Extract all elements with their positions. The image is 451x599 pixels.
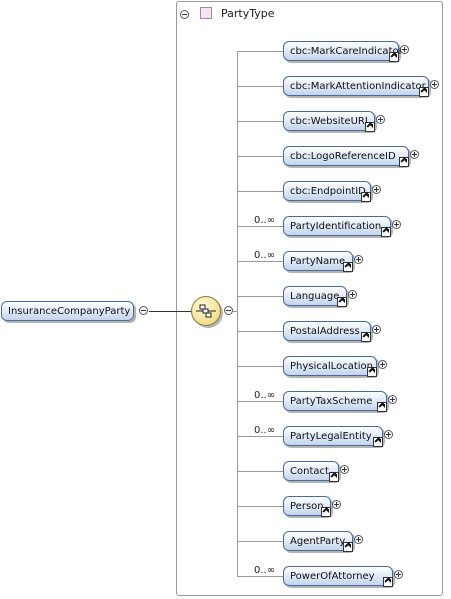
reference-arrow-icon [337, 297, 347, 307]
reference-arrow-icon [343, 542, 353, 552]
expand-toggle[interactable] [348, 290, 357, 299]
party-identification-node[interactable]: PartyIdentification [283, 216, 391, 236]
branch-line [237, 51, 238, 576]
expand-toggle[interactable] [354, 255, 363, 264]
expand-toggle[interactable] [400, 45, 409, 54]
physical-location-node[interactable]: PhysicalLocation [283, 356, 377, 376]
branch-connector [237, 506, 283, 507]
reference-arrow-icon [321, 507, 331, 517]
branch-connector [237, 51, 283, 52]
branch-connector [237, 226, 283, 227]
expand-toggle[interactable] [354, 535, 363, 544]
mark-care-indicator-node[interactable]: cbc:MarkCareIndicator [283, 41, 403, 61]
branch-connector [237, 331, 283, 332]
root-collapse-toggle[interactable] [139, 306, 148, 315]
complex-type-icon [200, 7, 212, 19]
root-connector [149, 311, 191, 312]
power-of-attorney-node[interactable]: PowerOfAttorney [283, 566, 393, 586]
branch-connector [237, 86, 283, 87]
expand-toggle[interactable] [378, 360, 387, 369]
expand-toggle[interactable] [372, 325, 381, 334]
reference-arrow-icon [399, 157, 409, 167]
endpoint-id-node[interactable]: cbc:EndpointID [283, 181, 371, 201]
reference-arrow-icon [365, 122, 375, 132]
expand-toggle[interactable] [388, 395, 397, 404]
website-uri-node[interactable]: cbc:WebsiteURI [283, 111, 375, 131]
branch-connector [237, 156, 283, 157]
branch-connector [237, 401, 283, 402]
reference-arrow-icon [329, 472, 339, 482]
branch-connector [237, 121, 283, 122]
occurrence-label: 0..∞ [254, 425, 276, 436]
compositor-connector [233, 311, 237, 312]
branch-connector [237, 191, 283, 192]
reference-arrow-icon [361, 192, 371, 202]
agent-party-node[interactable]: AgentParty [283, 531, 353, 551]
occurrence-label: 0..∞ [254, 250, 276, 261]
mark-attention-indicator-node[interactable]: cbc:MarkAttentionIndicator [283, 76, 429, 96]
reference-arrow-icon [377, 402, 387, 412]
expand-toggle[interactable] [376, 115, 385, 124]
occurrence-label: 0..∞ [254, 565, 276, 576]
reference-arrow-icon [381, 227, 391, 237]
expand-toggle[interactable] [430, 80, 439, 89]
branch-connector [237, 366, 283, 367]
occurrence-label: 0..∞ [254, 215, 276, 226]
postal-address-node[interactable]: PostalAddress [283, 321, 371, 341]
reference-arrow-icon [389, 52, 399, 62]
expand-toggle[interactable] [332, 500, 341, 509]
reference-arrow-icon [383, 577, 393, 587]
branch-connector [237, 471, 283, 472]
logo-reference-id-node[interactable]: cbc:LogoReferenceID [283, 146, 409, 166]
reference-arrow-icon [361, 332, 371, 342]
occurrence-label: 0..∞ [254, 390, 276, 401]
expand-toggle[interactable] [384, 430, 393, 439]
sequence-collapse-toggle[interactable] [224, 306, 233, 315]
branch-connector [237, 436, 283, 437]
expand-toggle[interactable] [410, 150, 419, 159]
type-collapse-toggle[interactable] [180, 10, 189, 19]
contact-node[interactable]: Contact [283, 461, 339, 481]
party-legal-entity-node[interactable]: PartyLegalEntity [283, 426, 383, 446]
sequence-compositor-icon[interactable] [191, 296, 221, 326]
branch-connector [237, 261, 283, 262]
type-name-label: PartyType [221, 7, 275, 20]
party-name-node[interactable]: PartyName [283, 251, 353, 271]
reference-arrow-icon [419, 87, 429, 97]
expand-toggle[interactable] [394, 570, 403, 579]
reference-arrow-icon [373, 437, 383, 447]
expand-toggle[interactable] [392, 220, 401, 229]
language-node[interactable]: Language [283, 286, 347, 306]
branch-connector [237, 296, 283, 297]
party-tax-scheme-node[interactable]: PartyTaxScheme [283, 391, 387, 411]
person-node[interactable]: Person [283, 496, 331, 516]
expand-toggle[interactable] [372, 185, 381, 194]
root-element-node[interactable]: InsuranceCompanyParty [1, 301, 134, 321]
branch-connector [237, 541, 283, 542]
reference-arrow-icon [367, 367, 377, 377]
expand-toggle[interactable] [340, 465, 349, 474]
reference-arrow-icon [343, 262, 353, 272]
branch-connector [237, 576, 283, 577]
